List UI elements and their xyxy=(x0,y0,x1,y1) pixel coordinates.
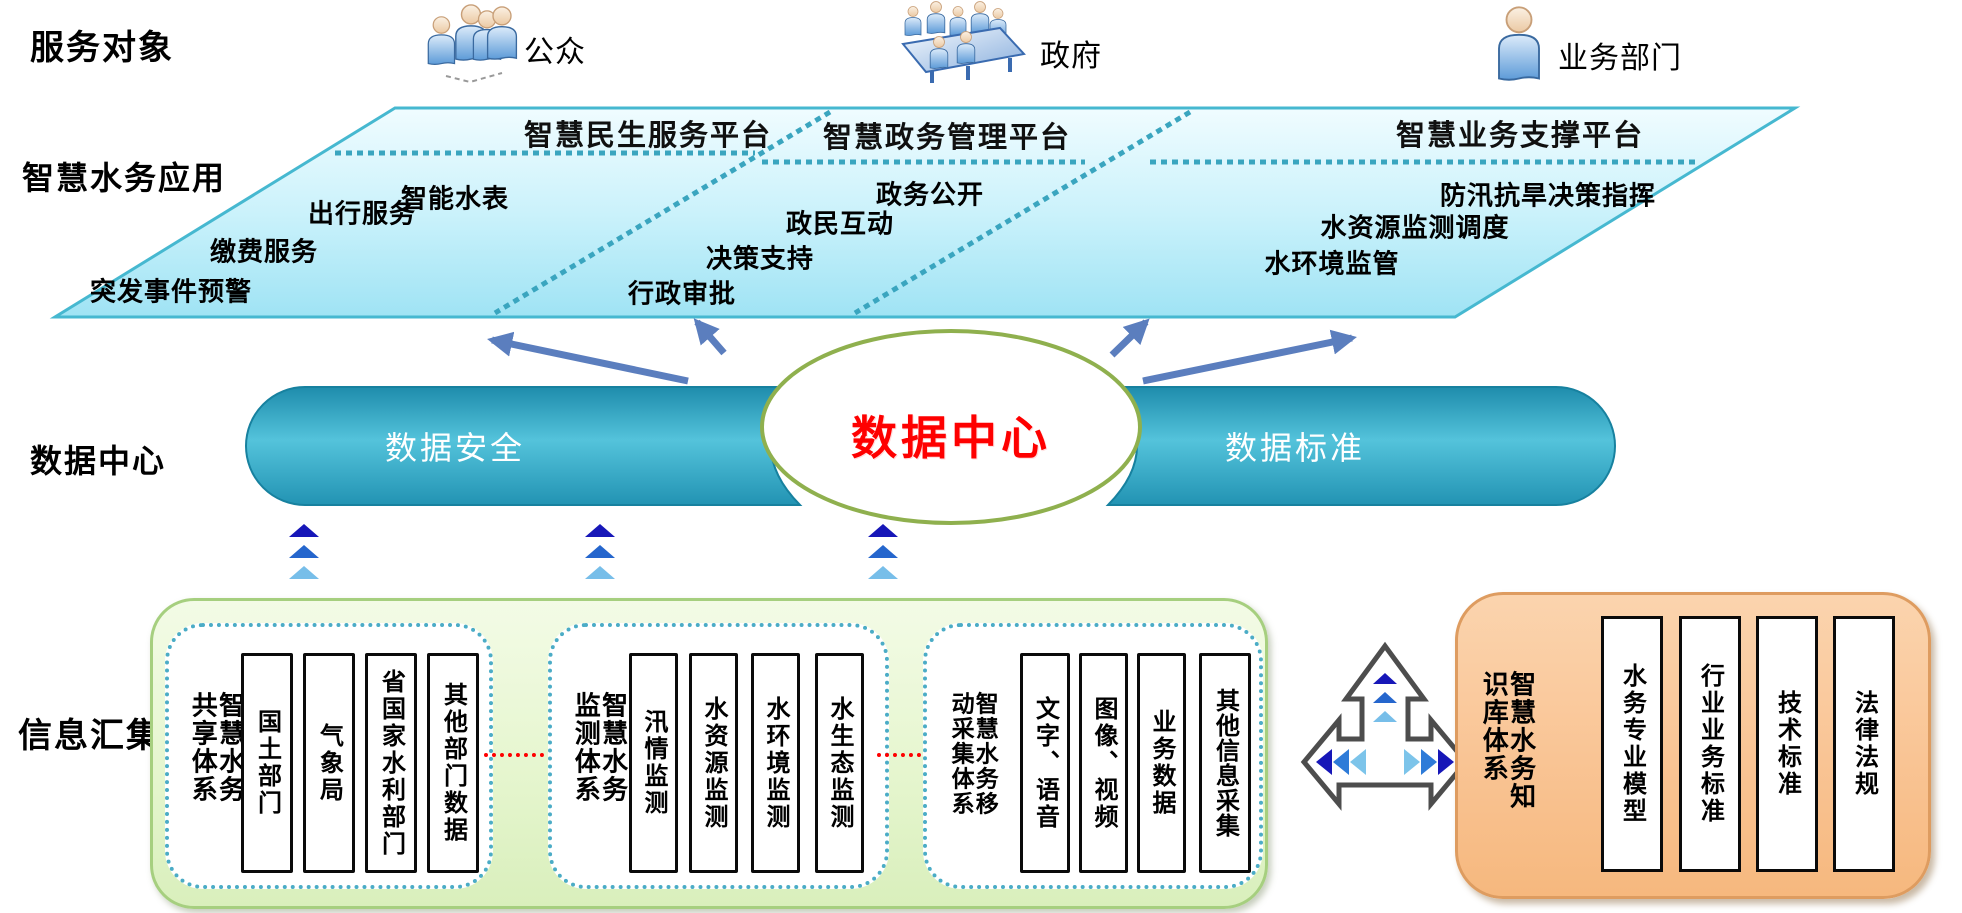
info-item-box: 水环境监测 xyxy=(751,653,800,873)
mobile-collection-system-box: 智慧水务移动采集体系 文字、语音 图像、视频 业务数据 其他信息采集 xyxy=(923,623,1263,889)
info-item-box: 省国家水利部门 xyxy=(365,653,417,873)
info-collection-container: 智慧水务共享体系 国土部门 气象局 省国家水利部门 其他部门数据 智慧水务监测体… xyxy=(150,598,1268,909)
up-arrow-left-inner xyxy=(693,318,727,356)
info-item-box: 水生态监测 xyxy=(815,653,864,873)
info-item-label: 其他部门数据 xyxy=(439,682,466,844)
platform-item: 行政审批 xyxy=(627,279,737,309)
flow-triangles-middle xyxy=(585,524,615,579)
info-item-box: 汛情监测 xyxy=(629,653,678,873)
knowledge-base-container: 智慧水务知识库体系 水务专业模型 行业业务标准 技术标准 法律法规 xyxy=(1455,592,1931,899)
platform-item: 水资源监测调度 xyxy=(1320,213,1510,243)
platform-item: 政民互动 xyxy=(785,209,895,239)
red-dotted-connector xyxy=(877,753,921,757)
service-object-department-label: 业务部门 xyxy=(1558,42,1682,75)
data-standard-label: 数据标准 xyxy=(1224,430,1366,466)
monitoring-system-box: 智慧水务监测体系 汛情监测 水资源监测 水环境监测 水生态监测 xyxy=(548,623,889,889)
knowledge-item-label: 水务专业模型 xyxy=(1618,663,1645,825)
up-arrow-right-inner xyxy=(1109,318,1150,358)
service-object-public-label: 公众 xyxy=(524,36,586,69)
people-group-icon xyxy=(427,4,518,84)
up-arrow-right-outer xyxy=(1142,329,1357,385)
service-objects-row-label: 服务对象 xyxy=(30,29,174,67)
meeting-table-icon xyxy=(901,1,1026,83)
data-security-label: 数据安全 xyxy=(384,430,526,466)
info-collection-row-label: 信息汇集 xyxy=(18,717,162,755)
knowledge-item-box: 行业业务标准 xyxy=(1679,616,1741,872)
platform-item: 政务公开 xyxy=(875,180,985,210)
info-item-label: 水资源监测 xyxy=(700,695,726,831)
knowledge-base-title: 智慧水务知识库体系 xyxy=(1479,670,1537,811)
info-item-label: 文字、语音 xyxy=(1031,695,1058,831)
sharing-system-title: 智慧水务共享体系 xyxy=(188,691,246,804)
platform-item: 水环境监管 xyxy=(1264,249,1400,279)
info-item-box: 文字、语音 xyxy=(1020,653,1070,873)
info-item-box: 其他信息采集 xyxy=(1199,653,1251,873)
knowledge-item-label: 技术标准 xyxy=(1773,690,1800,798)
platform-title-minsheng: 智慧民生服务平台 xyxy=(523,120,773,152)
monitoring-system-title: 智慧水务监测体系 xyxy=(571,691,629,804)
knowledge-item-box: 法律法规 xyxy=(1833,616,1895,872)
up-arrow-left-outer xyxy=(487,331,689,385)
data-center-title: 数据中心 xyxy=(851,412,1051,464)
platform-title-yewu: 智慧业务支撑平台 xyxy=(1395,120,1645,152)
info-item-label: 图像、视频 xyxy=(1090,695,1116,831)
knowledge-item-label: 行业业务标准 xyxy=(1696,663,1723,825)
platform-item: 突发事件预警 xyxy=(89,277,253,307)
flow-triangles-right xyxy=(868,524,898,579)
platform-item: 防汛抗旱决策指挥 xyxy=(1439,181,1657,211)
knowledge-item-box: 水务专业模型 xyxy=(1601,616,1663,872)
three-way-arrow-icon xyxy=(1300,641,1470,811)
mobile-collection-system-title: 智慧水务移动采集体系 xyxy=(948,691,999,817)
knowledge-item-box: 技术标准 xyxy=(1756,616,1818,872)
info-item-label: 水环境监测 xyxy=(762,695,788,831)
info-item-box: 其他部门数据 xyxy=(427,653,479,873)
data-center-row-label: 数据中心 xyxy=(30,443,167,479)
info-item-box: 国土部门 xyxy=(241,653,293,873)
info-item-box: 业务数据 xyxy=(1137,653,1186,873)
info-item-label: 水生态监测 xyxy=(826,695,852,831)
platform-item: 缴费服务 xyxy=(209,237,319,267)
service-object-government-label: 政府 xyxy=(1040,40,1102,73)
info-item-label: 气象局 xyxy=(315,722,342,804)
info-item-box: 图像、视频 xyxy=(1079,653,1128,873)
flow-triangles-left xyxy=(289,524,319,579)
person-icon xyxy=(1498,6,1540,81)
info-item-label: 国土部门 xyxy=(253,709,280,817)
info-item-label: 其他信息采集 xyxy=(1211,688,1238,838)
info-item-label: 业务数据 xyxy=(1148,709,1174,817)
knowledge-item-label: 法律法规 xyxy=(1850,690,1877,798)
platform-item: 智能水表 xyxy=(400,184,510,214)
applications-row-label: 智慧水务应用 xyxy=(22,160,227,196)
up-arrows-group xyxy=(487,318,1357,385)
platform-item: 决策支持 xyxy=(705,244,815,274)
info-item-label: 省国家水利部门 xyxy=(377,668,404,858)
red-dotted-connector xyxy=(484,753,544,757)
sharing-system-box: 智慧水务共享体系 国土部门 气象局 省国家水利部门 其他部门数据 xyxy=(165,623,493,889)
data-center-ellipse xyxy=(760,329,1142,525)
platform-title-zhengwu: 智慧政务管理平台 xyxy=(822,122,1072,154)
info-item-box: 水资源监测 xyxy=(689,653,738,873)
info-item-box: 气象局 xyxy=(303,653,355,873)
data-standard-pill xyxy=(1105,386,1616,506)
info-item-label: 汛情监测 xyxy=(640,709,666,817)
platform-item: 出行服务 xyxy=(307,199,417,229)
